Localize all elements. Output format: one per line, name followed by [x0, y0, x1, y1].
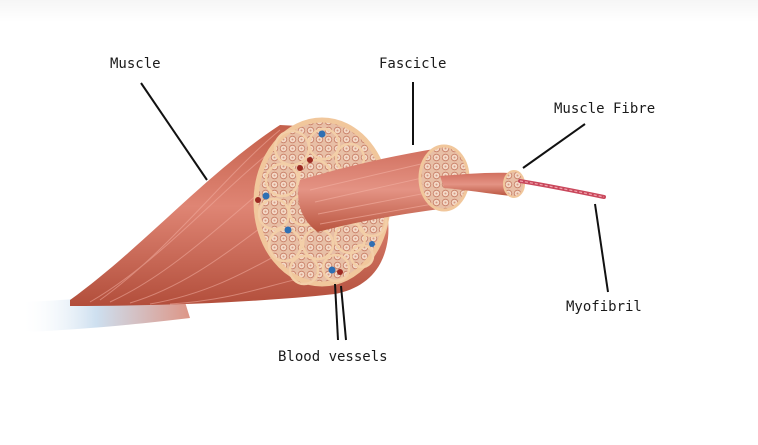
- leader-line-muscle: [140, 82, 208, 181]
- label-muscle-fibre: Muscle Fibre: [554, 101, 656, 117]
- fascicle-striations: [309, 159, 445, 225]
- leader-line-muscle-fibre: [522, 123, 586, 169]
- leader-line-myofibril: [594, 203, 609, 293]
- label-muscle: Muscle: [110, 56, 161, 72]
- myofibril-banding: [519, 180, 605, 198]
- muscle-fibre-shaft: [440, 172, 512, 196]
- muscle-fibre-cross-section: [503, 170, 525, 198]
- leader-line-blood-vessel-b: [340, 285, 347, 341]
- blood-vessel-markers: [255, 130, 375, 275]
- label-blood-vessels: Blood vessels: [278, 349, 388, 365]
- leader-lines: [140, 82, 609, 341]
- leader-line-blood-vessel-a: [334, 283, 339, 341]
- label-fascicle: Fascicle: [379, 56, 447, 72]
- label-myofibril: Myofibril: [566, 299, 642, 315]
